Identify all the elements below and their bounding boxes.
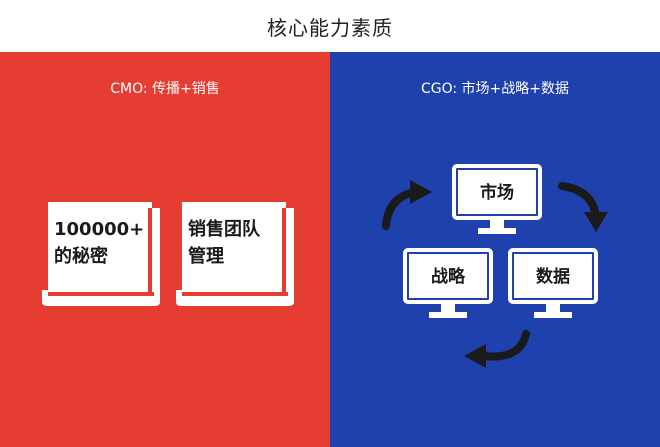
book-sales-team-label: 销售团队 管理	[188, 219, 260, 267]
cgo-panel-title: CGO: 市场+战略+数据	[420, 81, 570, 97]
cmo-panel-title: CMO: 传播+销售	[110, 81, 220, 97]
cycle-arrow-icon	[464, 330, 530, 368]
book-secret: 100000+ 的秘密	[42, 202, 160, 310]
monitor-data: 数据	[508, 248, 598, 322]
book-sales-team: 销售团队 管理	[176, 202, 294, 310]
book-icon	[176, 202, 294, 306]
monitor-data-label: 数据	[536, 267, 570, 287]
page-title: 核心能力素质	[267, 15, 393, 40]
cycle-arrow-icon	[558, 182, 608, 232]
monitor-icon	[452, 164, 542, 234]
cgo-panel: CGO: 市场+战略+数据 市场 战略 数据	[330, 52, 660, 447]
cycle-arrow-icon	[382, 180, 432, 230]
cmo-panel: CMO: 传播+销售 100000+ 的秘密 销售团队 管理	[0, 52, 330, 447]
monitor-icon	[508, 248, 598, 318]
monitor-icon	[403, 248, 493, 318]
monitor-strategy: 战略	[403, 248, 493, 322]
monitor-strategy-label: 战略	[431, 267, 465, 287]
monitor-market: 市场	[452, 164, 542, 238]
book-icon	[42, 202, 160, 306]
monitor-market-label: 市场	[480, 183, 514, 203]
book-secret-label: 100000+ 的秘密	[54, 219, 145, 267]
